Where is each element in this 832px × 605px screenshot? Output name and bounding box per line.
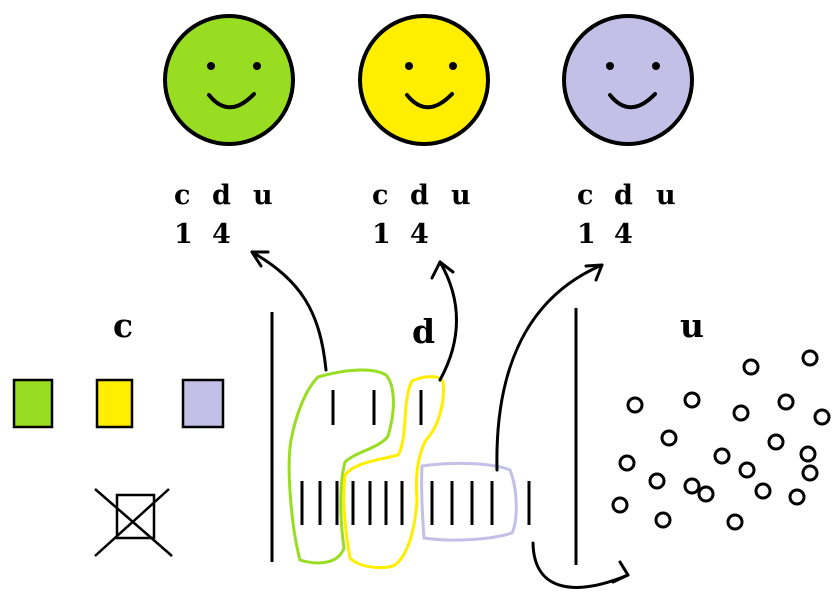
section-label-d: d [412, 312, 435, 351]
group-outline-yellow [342, 375, 445, 570]
smiley-mouth [405, 92, 454, 110]
smiley-eye-right [449, 62, 457, 70]
unit-circle [813, 408, 831, 426]
unit-circle [801, 464, 819, 482]
arrow-icon [531, 541, 630, 589]
header-d: d [212, 180, 231, 211]
unit-circle [683, 391, 701, 409]
smiley-face-icon [358, 14, 490, 146]
unit-circle [713, 447, 731, 465]
unit-circle [697, 485, 715, 503]
friend-3 [562, 14, 694, 146]
unit-circle [799, 445, 817, 463]
unit-circle [683, 477, 701, 495]
header-d: d [614, 180, 633, 211]
unit-circle [611, 496, 629, 514]
unit-circle [777, 393, 795, 411]
value-c: 1 [577, 219, 596, 250]
unit-circle [801, 349, 819, 367]
friend-2 [358, 14, 490, 146]
smiley-face-icon [163, 14, 295, 146]
smiley-eye-right [652, 62, 660, 70]
tens-sticks-top [331, 390, 423, 425]
hundreds-square-green [12, 378, 54, 429]
smiley-mouth [207, 92, 256, 110]
group-outline-purple [420, 461, 518, 542]
unit-circle [788, 488, 806, 506]
tens-sticks-bottom [300, 481, 531, 525]
header-u: u [451, 180, 471, 211]
smiley-eye-left [207, 62, 215, 70]
friend-3-label: c d u 1 4 [577, 180, 676, 250]
smiley-mouth [608, 92, 657, 110]
smiley-eye-left [405, 62, 413, 70]
hundreds-square-yellow [95, 378, 134, 429]
crossed-out-square-icon [94, 488, 173, 557]
unit-circle [654, 511, 672, 529]
arrow-icon [250, 250, 328, 372]
header-c: c [372, 180, 388, 211]
unit-circle [618, 454, 636, 472]
value-d: 4 [212, 219, 231, 250]
header-u: u [656, 180, 676, 211]
header-d: d [410, 180, 429, 211]
unit-circle [660, 429, 678, 447]
unit-circle [732, 404, 750, 422]
arrow-icon [430, 260, 458, 382]
unit-circle [742, 358, 760, 376]
header-u: u [253, 180, 273, 211]
value-d: 4 [410, 219, 429, 250]
value-d: 4 [614, 219, 633, 250]
value-c: 1 [174, 219, 193, 250]
section-label-u: u [680, 306, 704, 345]
smiley-eye-left [606, 62, 614, 70]
friend-1 [163, 14, 295, 146]
friend-1-label: c d u 1 4 [174, 180, 273, 250]
friend-2-label: c d u 1 4 [372, 180, 471, 250]
group-outline-green [287, 368, 395, 565]
section-label-c: c [113, 306, 133, 345]
unit-circle [648, 472, 666, 490]
unit-circle [767, 433, 785, 451]
hundreds-square-purple [181, 378, 225, 429]
arrow-icon [495, 263, 604, 472]
value-c: 1 [372, 219, 391, 250]
unit-circle [754, 482, 772, 500]
units-circles [611, 349, 831, 531]
header-c: c [174, 180, 190, 211]
smiley-eye-right [253, 62, 261, 70]
smiley-face-icon [562, 14, 694, 146]
unit-circle [738, 461, 756, 479]
unit-circle [726, 513, 744, 531]
unit-circle [626, 396, 644, 414]
header-c: c [577, 180, 593, 211]
